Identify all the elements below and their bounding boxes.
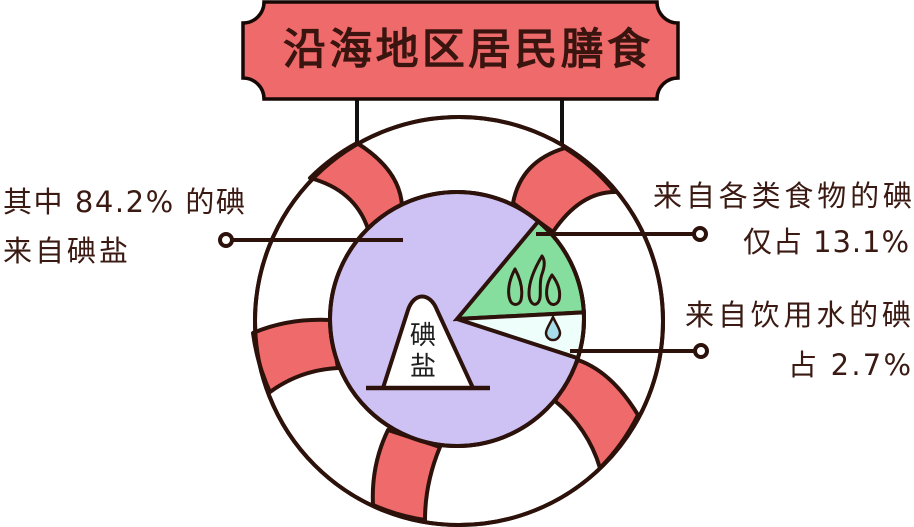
title-banner-shape	[241, 0, 680, 101]
callout-water: 来自饮用水的碘 占 2.7%	[685, 298, 911, 382]
callout-water-line2: 占 2.7%	[788, 348, 911, 382]
title-banner: 沿海地区居民膳食	[241, 0, 680, 101]
callout-food-line2: 仅占 13.1%	[743, 225, 909, 259]
salt-pile-icon: 碘 盐	[366, 294, 490, 391]
steam-wisp-right	[545, 273, 562, 306]
circle-marker-icon	[218, 232, 234, 248]
callout-food-line1: 来自各类食物的碘	[653, 179, 912, 213]
callout-iodized-salt-line2: 来自碘盐	[3, 234, 128, 268]
salt-pile-text-top: 碘	[410, 321, 436, 351]
circle-marker-icon	[692, 226, 708, 242]
callout-food: 来自各类食物的碘 仅占 13.1%	[653, 179, 912, 259]
callout-iodized-salt: 其中 84.2% 的碘 来自碘盐	[3, 185, 245, 268]
lifebuoy-outer-outline	[253, 115, 665, 527]
pie-chart	[328, 190, 586, 448]
hanger-lines	[355, 98, 564, 146]
steam-icon	[507, 254, 562, 306]
circle-marker-icon	[693, 343, 709, 359]
water-drop-icon	[544, 315, 562, 342]
callout-water-line1: 来自饮用水的碘	[685, 298, 911, 332]
lifebuoy-bands	[251, 141, 640, 522]
steam-wisp-middle	[527, 254, 546, 306]
callout-iodized-salt-line1: 其中 84.2% 的碘	[3, 185, 245, 219]
steam-wisp-left	[507, 267, 524, 306]
salt-pile-mound	[381, 294, 475, 390]
pie-outline	[328, 190, 586, 448]
leader-lines	[218, 226, 709, 359]
salt-pile-text-bottom: 盐	[410, 352, 436, 382]
